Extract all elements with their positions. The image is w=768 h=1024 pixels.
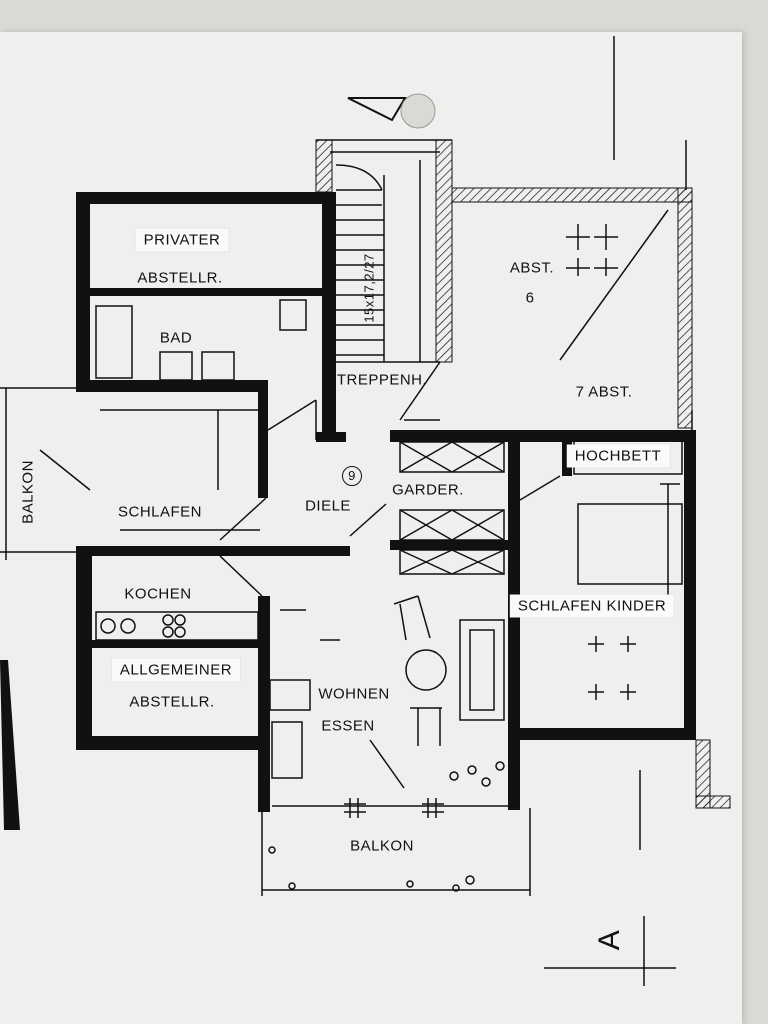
section-marker-label: A xyxy=(593,929,626,951)
room-private-storage-line1: PRIVATER xyxy=(135,228,229,252)
exterior-walls xyxy=(76,192,696,812)
room-private-storage-line2: ABSTELLR. xyxy=(137,269,223,287)
room-bath: BAD xyxy=(159,329,193,347)
room-abst7: 7 ABST. xyxy=(575,383,633,401)
stair-dimension: 15x17,2/27 xyxy=(361,253,377,323)
room-wardrobe: GARDER. xyxy=(392,481,464,499)
section-marker-graphic xyxy=(544,916,676,986)
room-bedroom: SCHLAFEN xyxy=(117,503,203,521)
left-edge-marks xyxy=(0,660,20,830)
room-general-storage-line2: ABSTELLR. xyxy=(129,693,215,711)
room-dining: ESSEN xyxy=(321,717,375,735)
hatched-walls xyxy=(315,139,731,809)
room-general-storage-line1: ALLGEMEINER xyxy=(111,658,241,682)
room-kitchen: KOCHEN xyxy=(124,585,192,603)
room-balcony-west: BALKON xyxy=(19,460,37,524)
entrance-arrow xyxy=(347,97,407,122)
room-balcony-south: BALKON xyxy=(350,837,414,855)
punch-hole xyxy=(400,93,436,129)
room-kids-bedroom: SCHLAFEN KINDER xyxy=(509,594,675,618)
room-stairwell: TREPPENH. xyxy=(336,371,428,389)
thin-linework xyxy=(0,36,693,896)
room-living: WOHNEN xyxy=(318,685,390,703)
room-abst6-line2: 6 xyxy=(525,289,535,307)
room-loft-bed: HOCHBETT xyxy=(566,444,670,468)
room-hall: DIELE xyxy=(305,497,351,515)
hall-marker: 9 xyxy=(342,466,362,486)
room-abst6-line1: ABST. xyxy=(509,259,555,277)
